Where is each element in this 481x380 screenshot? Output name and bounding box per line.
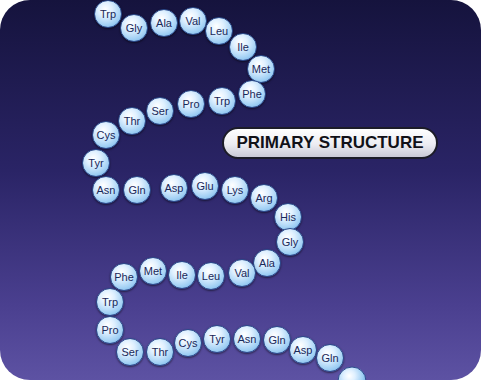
amino-acid-bead: Gln [263, 326, 291, 354]
amino-acid-bead: Tyr [82, 149, 110, 177]
amino-acid-bead: Gly [120, 14, 148, 42]
amino-acid-bead: Ile [168, 261, 196, 289]
amino-acid-name: Ser [147, 98, 173, 124]
amino-acid-bead: Val [179, 7, 207, 35]
amino-acid-name: Gln [124, 177, 150, 203]
amino-acid-bead: Cys [174, 329, 202, 357]
amino-acid-name: Trp [97, 289, 123, 315]
amino-acid-bead: Thr [146, 338, 174, 366]
amino-acid-bead: Thr [118, 107, 146, 135]
amino-acid-name: Phe [239, 81, 265, 107]
amino-acid-bead: Gly [276, 228, 304, 256]
amino-acid-name: Asn [93, 177, 119, 203]
amino-acid-name: Leu [198, 263, 224, 289]
title-text: PRIMARY STRUCTURE [224, 129, 436, 157]
amino-acid-name: His [275, 204, 301, 230]
amino-acid-name: Lys [222, 177, 248, 203]
amino-acid-bead: Met [139, 257, 167, 285]
amino-acid-bead: Leu [197, 262, 225, 290]
amino-acid-bead: Lys [221, 176, 249, 204]
amino-acid-name: Val [229, 260, 255, 286]
title-pill: PRIMARY STRUCTURE [222, 127, 438, 159]
amino-acid-name: Tyr [204, 326, 230, 352]
amino-acid-bead: Trp [208, 87, 236, 115]
amino-acid-bead: Trp [96, 288, 124, 316]
amino-acid-name: Gly [121, 15, 147, 41]
amino-acid-bead: Asn [92, 176, 120, 204]
amino-acid-bead: Glu [191, 172, 219, 200]
amino-acid-bead: Ala [253, 249, 281, 277]
amino-acid-name: Thr [119, 108, 145, 134]
amino-acid-name: Arg [251, 185, 277, 211]
amino-acid-bead: Tyr [203, 325, 231, 353]
amino-acid-name: Ile [169, 262, 195, 288]
amino-acid-name: Pro [178, 91, 204, 117]
amino-acid-name: Gln [264, 327, 290, 353]
amino-acid-bead: Asp [160, 174, 188, 202]
amino-acid-name: Glu [192, 173, 218, 199]
amino-acid-name: Gln [317, 345, 343, 371]
amino-acid-name: Ala [254, 250, 280, 276]
amino-acid-name: Gly [277, 229, 303, 255]
amino-acid-name: Cys [175, 330, 201, 356]
amino-acid-bead: Ser [116, 338, 144, 366]
amino-acid-bead: Met [247, 55, 275, 83]
amino-acid-bead: Gln [123, 176, 151, 204]
amino-acid-name: Ile [230, 34, 256, 60]
amino-acid-bead: Cys [92, 121, 120, 149]
amino-acid-bead: Leu [205, 17, 233, 45]
amino-acid-bead: Val [228, 259, 256, 287]
amino-acid-name: Cys [93, 122, 119, 148]
amino-acid-bead: Phe [238, 80, 266, 108]
amino-acid-bead: His [274, 203, 302, 231]
amino-acid-name: Leu [206, 18, 232, 44]
amino-acid-name: Pro [97, 317, 123, 343]
amino-acid-name: Val [180, 8, 206, 34]
amino-acid-name: Asp [290, 337, 316, 363]
amino-acid-bead: Ala [150, 9, 178, 37]
amino-acid-name: Tyr [83, 150, 109, 176]
amino-acid-name: Ser [117, 339, 143, 365]
amino-acid-bead: Trp [94, 0, 122, 28]
amino-acid-bead: Arg [250, 184, 278, 212]
amino-acid-name: Met [248, 56, 274, 82]
amino-acid-name: Asp [161, 175, 187, 201]
amino-acid-bead: Gln [316, 344, 344, 372]
amino-acid-bead: Pro [177, 90, 205, 118]
amino-acid-name: Asn [234, 326, 260, 352]
amino-acid-bead: Asp [289, 336, 317, 364]
amino-acid-bead: Phe [110, 263, 138, 291]
amino-acid-name: Met [140, 258, 166, 284]
amino-acid-bead: Pro [96, 316, 124, 344]
amino-acid-name: Trp [95, 1, 121, 27]
amino-acid-name: Phe [111, 264, 137, 290]
amino-acid-name: Trp [209, 88, 235, 114]
amino-acid-bead: Ser [146, 97, 174, 125]
amino-acid-name: Ala [151, 10, 177, 36]
amino-acid-name: Thr [147, 339, 173, 365]
cut-bead [338, 367, 366, 380]
amino-acid-bead: Asn [233, 325, 261, 353]
